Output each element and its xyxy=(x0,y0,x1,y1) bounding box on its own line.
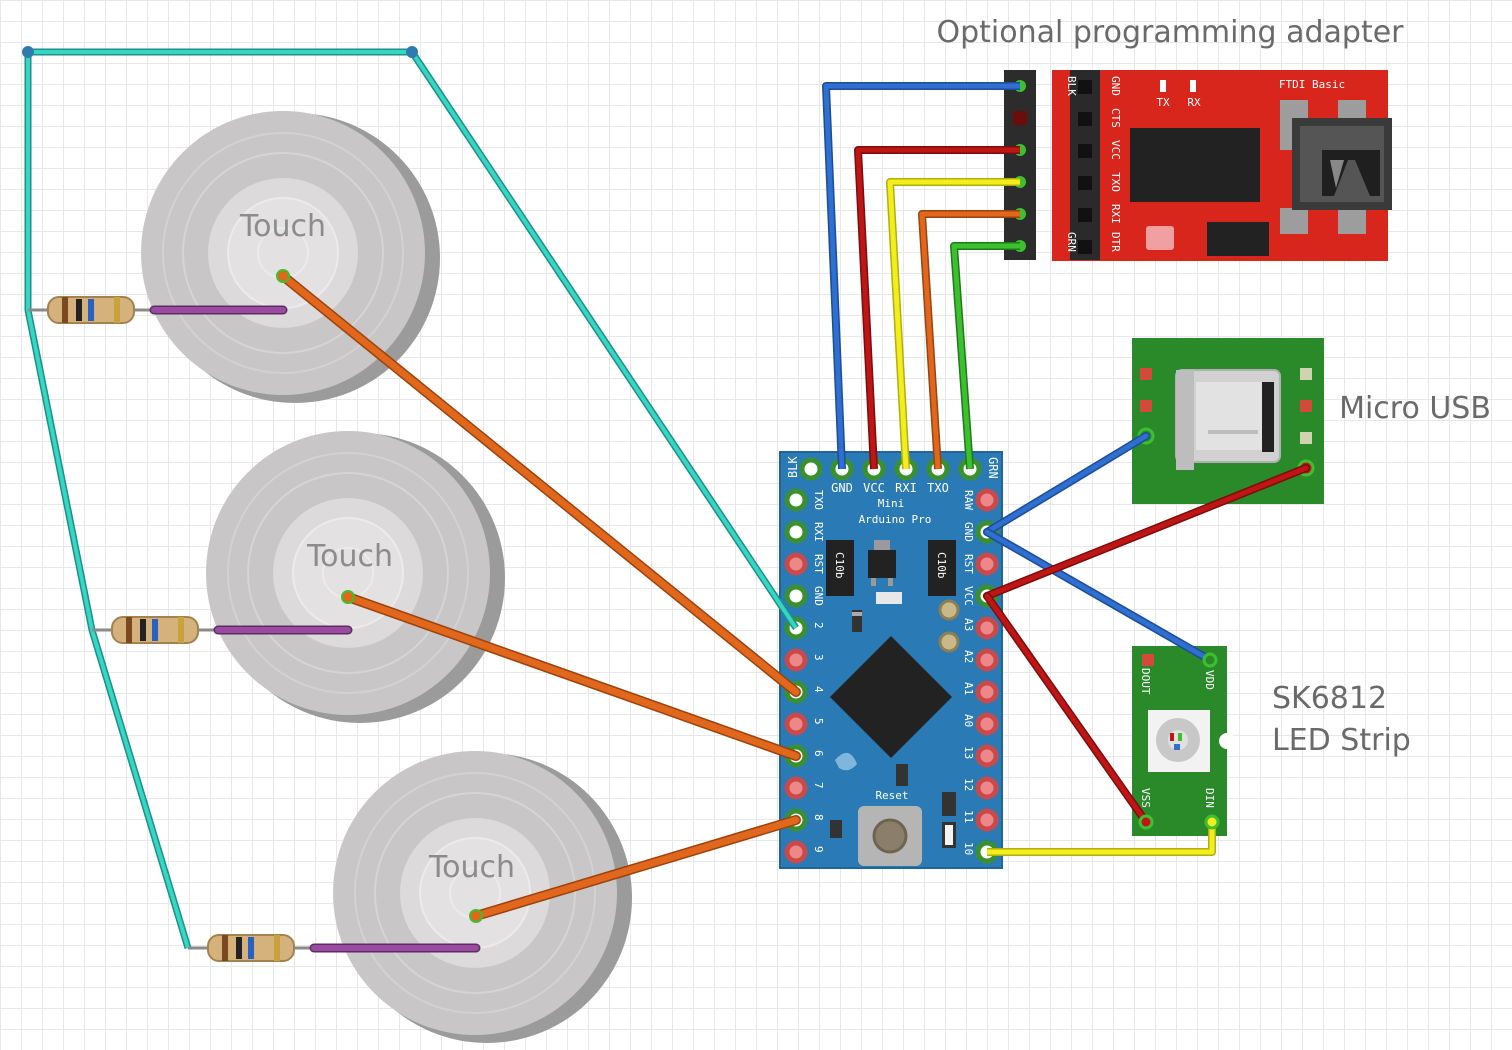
ftdi-wires xyxy=(822,82,1020,470)
led-strip-label-line1: SK6812 xyxy=(1272,681,1387,716)
ftdi-adapter: BLK GRN GND CTS VCC TXO RXI DTR TX RX FT… xyxy=(1004,70,1392,261)
right-pin-a2: A2 xyxy=(962,650,975,663)
right-pin-a1: A1 xyxy=(962,682,975,695)
right-pin-rst: RST xyxy=(962,554,975,574)
ftdi-label-gnd: GND xyxy=(1109,76,1122,96)
left-pin-4: 4 xyxy=(812,686,825,693)
top-pin-vcc: VCC xyxy=(863,481,885,495)
left-pin-txo: TXO xyxy=(812,490,825,510)
left-pin-6: 6 xyxy=(812,750,825,757)
top-pin-txo: TXO xyxy=(927,481,949,495)
led-strip-pcb: DOUT VDD VSS DIN xyxy=(1132,646,1235,836)
led-din-label: DIN xyxy=(1203,788,1216,808)
touch-pad-3-label: Touch xyxy=(428,850,515,885)
left-pin-9: 9 xyxy=(812,846,825,853)
reset-button[interactable] xyxy=(872,818,908,854)
right-pin-12: 12 xyxy=(962,778,975,791)
top-pin-gnd: GND xyxy=(831,481,853,495)
touch-pad-3: Touch xyxy=(333,751,632,1043)
right-pin-13: 13 xyxy=(962,746,975,759)
right-pin-11: 11 xyxy=(962,810,975,823)
led-vss-label: VSS xyxy=(1139,788,1152,808)
ftdi-label-rxi: RXI xyxy=(1109,204,1122,224)
resistor-3 xyxy=(188,934,481,962)
ftdi-label-grn: GRN xyxy=(1065,232,1078,252)
left-pin-rxi: RXI xyxy=(812,522,825,542)
cap-right-label: C10b xyxy=(935,552,948,579)
right-pin-a3: A3 xyxy=(962,618,975,631)
resistor-1 xyxy=(28,296,288,324)
cap-left-label: C10b xyxy=(833,552,846,579)
resistor-2 xyxy=(92,616,353,644)
left-pin-7: 7 xyxy=(812,782,825,789)
ftdi-title: FTDI Basic xyxy=(1279,78,1345,91)
cyan-wires xyxy=(22,46,799,950)
orange-wires xyxy=(278,271,801,921)
led-strip-label-line2: LED Strip xyxy=(1272,723,1411,758)
right-pin-10: 10 xyxy=(962,842,975,855)
ftdi-tx-label: TX xyxy=(1156,96,1170,109)
arduino-pro-mini: Mini Arduino Pro C10b C10b Reset xyxy=(779,451,1003,869)
micro-usb-board xyxy=(1132,338,1324,504)
led-vdd-label: VDD xyxy=(1203,670,1216,690)
touch-pad-2: Touch xyxy=(206,431,505,723)
ftdi-header xyxy=(1004,70,1036,260)
arduino-name-line2: Arduino Pro xyxy=(859,513,932,526)
right-pin-vcc: VCC xyxy=(962,586,975,606)
touch-pad-2-label: Touch xyxy=(306,539,393,574)
right-pin-gnd: GND xyxy=(962,522,975,542)
ftdi-rx-label: RX xyxy=(1187,96,1201,109)
top-pin-rxi: RXI xyxy=(895,481,917,495)
left-pin-3: 3 xyxy=(812,654,825,661)
left-pin-2: 2 xyxy=(812,622,825,629)
left-pin-5: 5 xyxy=(812,718,825,725)
arduino-name-line1: Mini xyxy=(878,497,905,510)
ftdi-label-txo: TXO xyxy=(1109,172,1122,192)
arduino-right-pins: RAW GND RST VCC A3 A2 A1 A0 13 12 11 10 xyxy=(962,488,999,864)
touch-pad-1: Touch xyxy=(141,111,440,403)
top-pin-blk: BLK xyxy=(786,456,800,478)
ftdi-label-dtr: DTR xyxy=(1109,232,1122,252)
left-pin-rst: RST xyxy=(812,554,825,574)
touch-pad-1-label: Touch xyxy=(239,209,326,244)
right-pin-a0: A0 xyxy=(962,714,975,727)
ftdi-label-blk: BLK xyxy=(1065,76,1078,96)
left-pin-gnd: GND xyxy=(812,586,825,606)
left-pin-8: 8 xyxy=(812,814,825,821)
ftdi-label-vcc: VCC xyxy=(1109,140,1122,160)
arduino-left-pins: TXO RXI RST GND 2 3 4 5 6 7 8 9 xyxy=(784,488,825,864)
led-dout-label: DOUT xyxy=(1139,668,1152,695)
ftdi-label-cts: CTS xyxy=(1109,108,1122,128)
right-pin-raw: RAW xyxy=(962,490,975,510)
top-pin-grn: GRN xyxy=(986,457,1000,479)
reset-label: Reset xyxy=(875,789,908,802)
micro-usb-label: Micro USB xyxy=(1339,391,1491,426)
programming-adapter-title: Optional programming adapter xyxy=(937,15,1405,50)
power-wires xyxy=(983,432,1310,856)
